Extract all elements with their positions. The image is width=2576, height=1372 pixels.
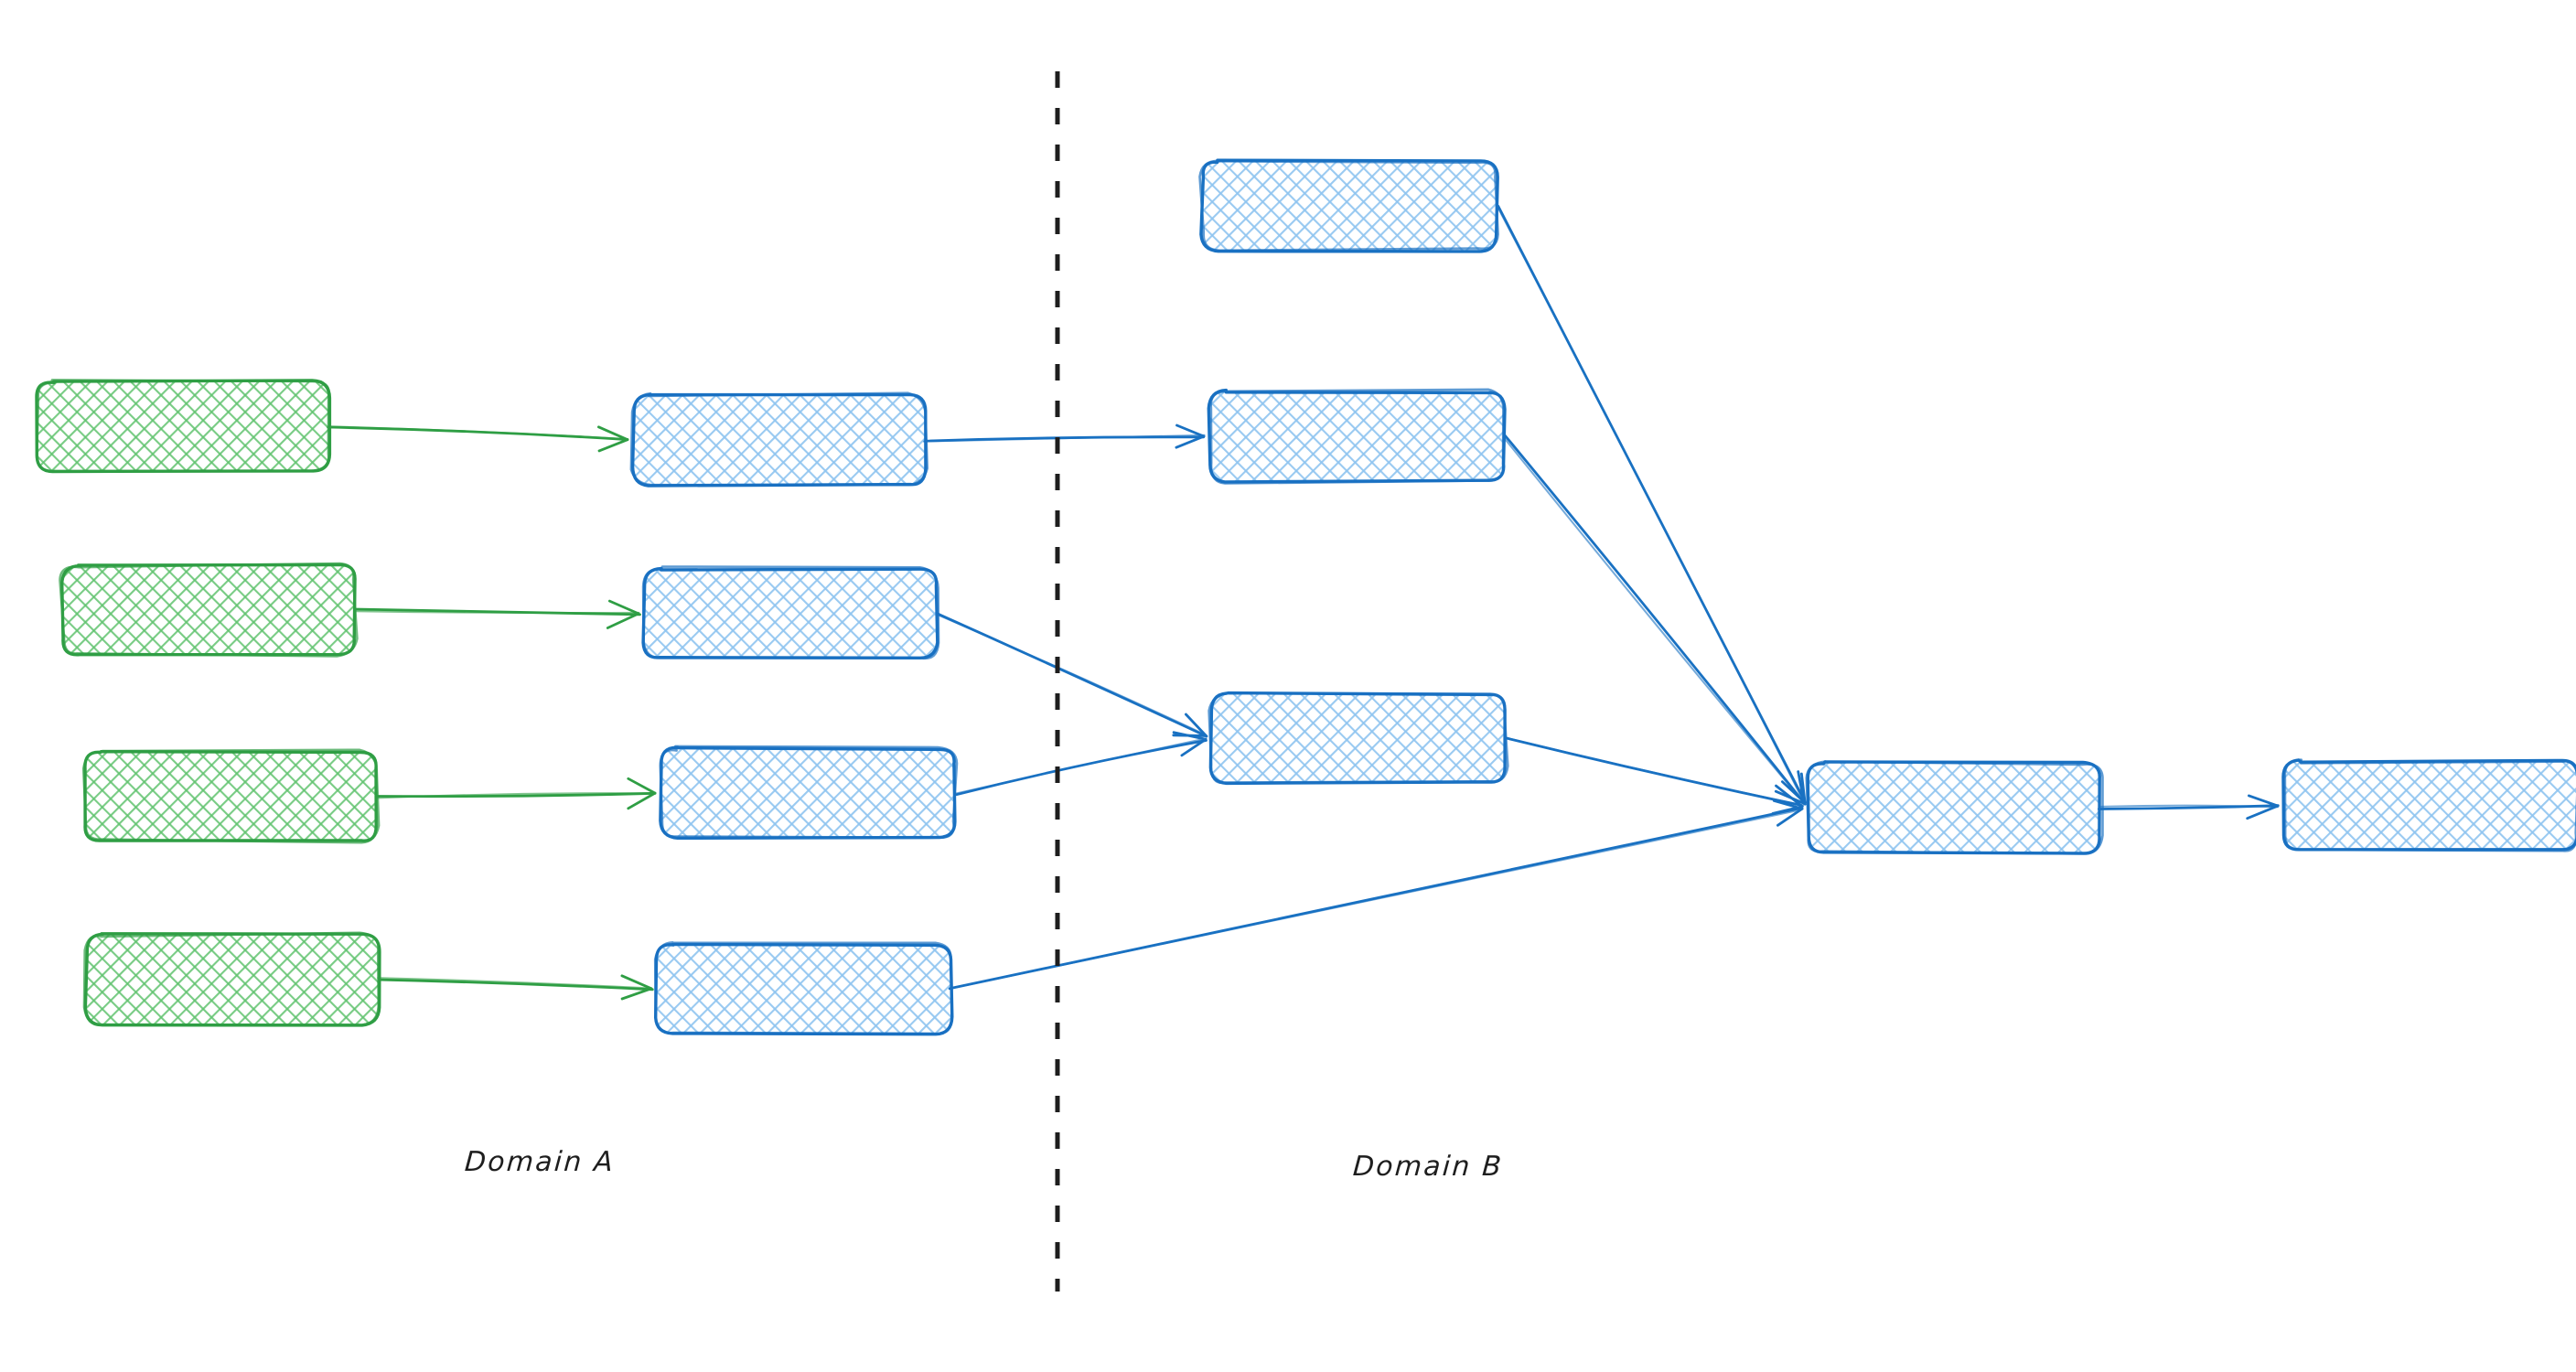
node-fill-b [37,381,329,471]
edge-line [353,607,641,616]
node-outline [1198,159,1499,252]
node-e1[interactable] [2281,758,2576,852]
edge-arrowhead [597,425,629,442]
node-outline [659,745,959,840]
node-fill-b [1209,391,1504,481]
edge-arrowhead [627,777,657,795]
node-fill-b [2283,761,2576,851]
edge-line [1505,736,1805,807]
edge-arrowhead [1776,807,1804,827]
node-a3[interactable] [81,748,381,844]
edge-layer [327,205,2280,1001]
edge-line [353,610,640,615]
edge-line [328,425,629,440]
node-fill-b [657,944,951,1034]
node-outline [1805,760,2104,855]
node-b4[interactable] [653,941,954,1036]
node-d1[interactable] [1805,760,2104,855]
edge-a4-b4[interactable] [377,974,654,1001]
node-c1[interactable] [1198,158,1499,253]
edge-line [955,737,1208,795]
edge-arrowhead [627,791,657,810]
edge-arrowhead [597,438,629,453]
edge-arrowhead [620,987,653,1001]
node-fill-b [84,752,377,841]
node-c2[interactable] [1207,388,1507,485]
edge-arrowhead [1185,713,1208,737]
edge-line [949,809,1802,990]
node-outline [1199,158,1499,253]
edge-arrowhead [1175,423,1206,438]
node-c3[interactable] [1208,691,1509,786]
node-fill-b [1211,693,1506,783]
edge-line [377,977,652,990]
edge-arrowhead [606,612,640,629]
edge-a1-b1[interactable] [327,425,629,453]
edge-c1-d1[interactable] [1497,205,1807,805]
node-fill-b [633,395,926,485]
edge-arrowhead [620,974,653,991]
node-outline [82,931,380,1027]
edge-a2-b2[interactable] [353,599,641,629]
edge-b2-c3[interactable] [934,612,1208,738]
edge-line [1497,206,1806,805]
node-outline [653,941,953,1035]
node-a2[interactable] [59,562,359,658]
node-fill-b [1202,161,1497,251]
node-fill-b [62,565,355,655]
node-a1[interactable] [35,379,332,474]
node-outline [81,748,381,844]
edge-line [327,425,629,441]
edge-line [934,613,1207,735]
edge-arrowhead [1172,731,1208,741]
node-b2[interactable] [641,565,940,660]
node-outline [641,565,940,660]
node-b1[interactable] [629,391,928,488]
edge-line [1502,436,1805,804]
edge-arrowhead [1175,434,1206,449]
edge-a3-b3[interactable] [374,777,657,810]
node-fill-b [86,935,379,1024]
domain-a-label: Domain A [463,1146,617,1178]
edge-arrowhead [1771,805,1804,815]
edge-line [1503,434,1807,806]
node-outline [35,379,330,473]
node-outline [59,562,359,658]
edge-b1-c2[interactable] [922,423,1206,449]
edge-arrowhead [1797,770,1806,805]
edge-c3-d1[interactable] [1504,736,1805,815]
node-layer [35,158,2576,1036]
node-fill-b [1808,763,2100,852]
edge-arrowhead [1180,737,1208,757]
edge-line [374,792,657,799]
edge-d1-e1[interactable] [2098,794,2280,820]
node-outline [629,391,928,487]
edge-line [955,739,1208,797]
node-a4[interactable] [82,931,381,1027]
node-fill-b [660,748,955,838]
edge-arrowhead [1800,772,1807,805]
edge-line [926,434,1206,443]
edge-arrowhead [1775,784,1804,809]
node-fill-b [644,569,937,659]
edge-line [378,978,654,991]
domain-b-label: Domain B [1351,1151,1505,1183]
node-b3[interactable] [659,745,959,840]
edge-b4-d1[interactable] [948,799,1804,991]
node-outline [1209,388,1505,485]
edge-arrowhead [2248,794,2280,808]
edge-line [2100,804,2279,809]
edge-b3-c3[interactable] [955,731,1208,797]
edge-arrowhead [2246,804,2280,820]
node-outline [1208,691,1509,785]
edge-arrowhead [608,599,640,616]
